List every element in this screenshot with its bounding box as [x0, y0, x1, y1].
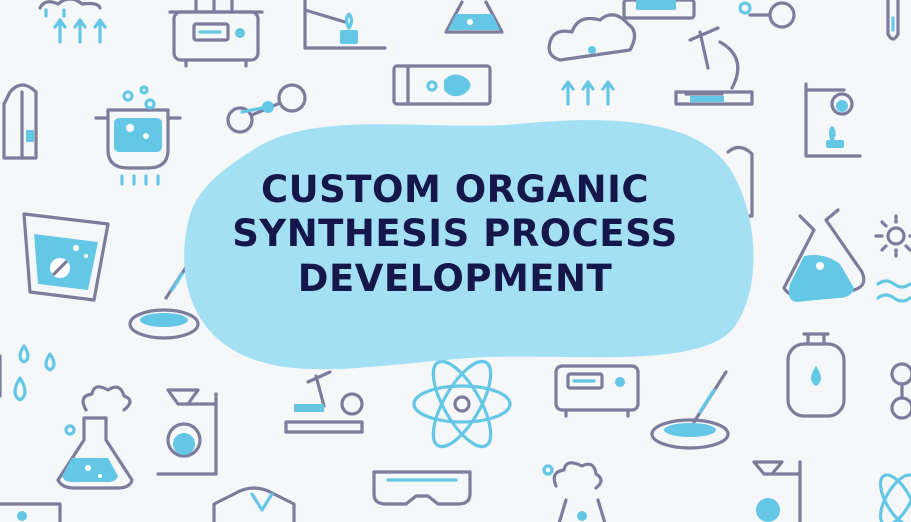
- distillation-stand-icon: [804, 82, 862, 158]
- smoking-flask-icon: [56, 385, 134, 490]
- lab-coat-icon: [726, 145, 754, 218]
- title-line-3: DEVELOPMENT: [297, 256, 613, 300]
- test-tube-rack-icon: [0, 502, 62, 522]
- microscope-icon: [284, 370, 364, 434]
- boiling-pot-icon: [94, 85, 182, 186]
- molecule-icon: [738, 1, 796, 29]
- water-drops-icon: [0, 344, 56, 402]
- lab-coat-icon: [212, 486, 296, 522]
- test-tube-rack-icon: [886, 0, 900, 41]
- sun-icon: [874, 214, 911, 258]
- goggles-icon: [372, 470, 472, 506]
- pipette-dish-icon: [650, 370, 730, 450]
- title-line-2: SYNTHESIS PROCESS: [232, 212, 678, 256]
- bunsen-stand-icon: [303, 0, 387, 50]
- beaker-pill-icon: [22, 212, 110, 302]
- retort-stand-icon: [156, 388, 218, 476]
- atom-icon: [878, 473, 911, 522]
- flask-icon: [782, 208, 866, 302]
- rain-cloud-icon: [38, 0, 107, 44]
- bacteria-slide-icon: [392, 64, 492, 106]
- incubator-icon: [554, 364, 640, 418]
- lab-coat-icon: [2, 83, 38, 160]
- rain-cloud-icon: [547, 13, 637, 106]
- smoking-flask-icon: [542, 461, 607, 522]
- tablet-device-icon: [622, 0, 696, 20]
- hot-plate-icon: [168, 0, 264, 68]
- molecule-icon: [226, 83, 307, 134]
- retort-stand-icon: [752, 460, 802, 522]
- flask-icon: [444, 0, 504, 34]
- microscope-icon: [674, 26, 754, 106]
- title-blob: [184, 120, 754, 370]
- page-title: CUSTOM ORGANIC SYNTHESIS PROCESS DEVELOP…: [205, 168, 705, 301]
- atom-icon: [412, 359, 512, 449]
- molecule-icon: [890, 362, 911, 420]
- title-line-1: CUSTOM ORGANIC: [260, 168, 650, 211]
- gas-cylinder-icon: [786, 332, 846, 418]
- waves-icon: [876, 279, 911, 303]
